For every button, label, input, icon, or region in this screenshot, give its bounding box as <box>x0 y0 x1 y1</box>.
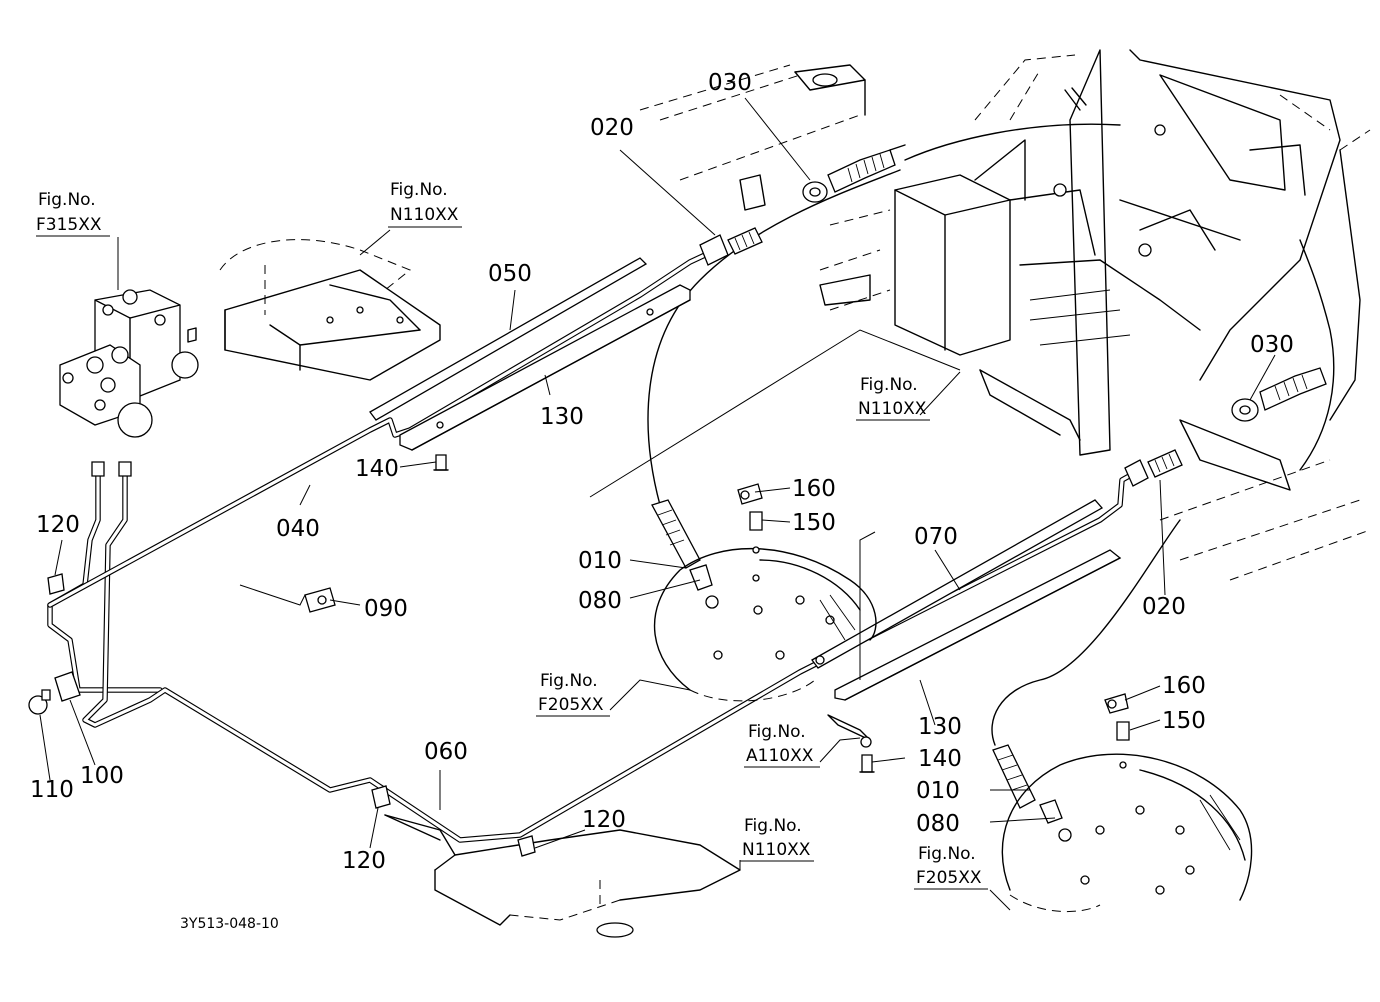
brake-valve-assembly <box>59 289 199 438</box>
callout-090: 090 <box>364 596 408 622</box>
fig-ref-n110-bottom: Fig.No. N110XX <box>740 816 814 862</box>
callout-130-upper: 130 <box>540 404 584 430</box>
callout-080-left: 080 <box>578 588 622 614</box>
callout-110: 110 <box>30 777 74 803</box>
leader-lines <box>39 97 1276 911</box>
callout-020-right: 020 <box>1142 594 1186 620</box>
wheel-hub-right <box>1001 753 1253 913</box>
callout-040: 040 <box>276 516 320 542</box>
pipe-040 <box>47 252 1143 843</box>
fig-ref-a110-line2: A110XX <box>746 746 814 766</box>
upper-frame-beam <box>639 64 866 211</box>
fig-ref-f315: Fig.No. F315XX <box>36 190 110 237</box>
fig-ref-a110: Fig.No. A110XX <box>744 722 820 768</box>
callout-030-right: 030 <box>1250 332 1294 358</box>
fig-ref-f205-right-line2: F205XX <box>916 868 982 888</box>
fig-ref-n110-bottom-line1: Fig.No. <box>744 816 802 836</box>
callout-030-upper: 030 <box>708 70 752 96</box>
coupler-020-030-right <box>1124 367 1327 487</box>
bottom-step-bracket <box>384 814 741 938</box>
callout-100: 100 <box>80 763 124 789</box>
callout-120-bottom: 120 <box>582 807 626 833</box>
callout-060: 060 <box>424 739 468 765</box>
fig-ref-n110-top-line1: Fig.No. <box>390 180 448 200</box>
callout-130-right: 130 <box>918 714 962 740</box>
fig-ref-f205-left: Fig.No. F205XX <box>536 671 610 717</box>
callout-120-mid: 120 <box>342 848 386 874</box>
fig-ref-f205-right: Fig.No. F205XX <box>914 844 988 890</box>
callout-020-upper: 020 <box>590 115 634 141</box>
pipe-050-cover-130-upper <box>369 257 691 451</box>
fig-ref-n110-mid: Fig.No. N110XX <box>856 375 930 421</box>
fig-ref-n110-mid-line1: Fig.No. <box>860 375 918 395</box>
callout-150-right: 150 <box>1162 708 1206 734</box>
callout-140-right: 140 <box>918 746 962 772</box>
wheel-hub-left <box>653 548 877 702</box>
left-step-bracket <box>219 239 441 381</box>
drawing-code: 3Y513-048-10 <box>180 916 279 932</box>
fig-ref-n110-bottom-line2: N110XX <box>742 840 811 860</box>
callout-010-right: 010 <box>916 778 960 804</box>
callout-140-upper: 140 <box>355 456 399 482</box>
coupler-020-030-upper <box>699 144 906 266</box>
callout-080-right: 080 <box>916 811 960 837</box>
part-callouts: 030 020 050 130 140 040 120 090 030 160 … <box>30 70 1294 874</box>
fig-ref-f205-right-line1: Fig.No. <box>918 844 976 864</box>
fig-ref-f315-line1: Fig.No. <box>38 190 96 210</box>
callout-010-left: 010 <box>578 548 622 574</box>
fig-ref-n110-mid-line2: N110XX <box>858 399 927 419</box>
callout-160-left: 160 <box>792 476 836 502</box>
fig-ref-n110-top: Fig.No. N110XX <box>388 180 462 228</box>
callout-160-right: 160 <box>1162 673 1206 699</box>
callout-120-left: 120 <box>36 512 80 538</box>
fig-ref-f205-left-line1: Fig.No. <box>540 671 598 691</box>
callout-070: 070 <box>914 524 958 550</box>
fig-ref-f315-line2: F315XX <box>36 215 102 235</box>
small-fittings <box>28 454 1130 857</box>
pipe-070-cover-130-right <box>811 499 1122 741</box>
callout-050: 050 <box>488 261 532 287</box>
fig-ref-n110-top-line2: N110XX <box>390 205 459 225</box>
fig-ref-a110-line1: Fig.No. <box>748 722 806 742</box>
fig-ref-f205-left-line2: F205XX <box>538 695 604 715</box>
callout-150-left: 150 <box>792 510 836 536</box>
tractor-frame-outline <box>819 49 1371 581</box>
